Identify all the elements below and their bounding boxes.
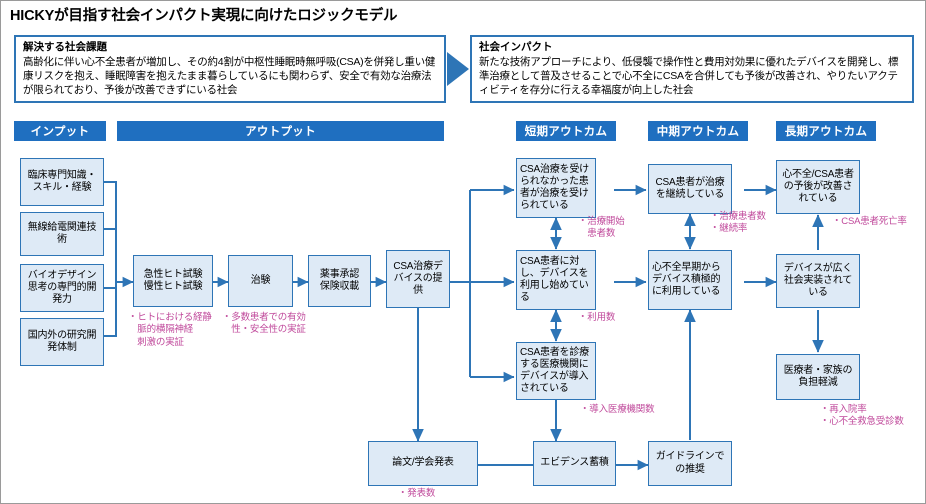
bottom-node-0: 論文/学会発表 — [368, 441, 478, 486]
long-outcome-node-2: 医療者・家族の負担軽減 — [776, 354, 860, 400]
impact-statement-box: 社会インパクト 新たな技術アプローチにより、低侵襲で操作性と費用対効果に優れたデ… — [470, 35, 914, 103]
impact-statement-body: 新たな技術アプローチにより、低侵襲で操作性と費用対効果に優れたデバイスを開発し、… — [479, 55, 899, 96]
short-kpi-0: ・治療開始 患者数 — [578, 216, 625, 240]
mid-outcome-node-1: 心不全早期からデバイス積極的に利用している — [648, 250, 732, 310]
bottom-kpi-0: ・発表数 — [398, 488, 436, 499]
problem-statement-box: 解決する社会課題 高齢化に伴い心不全患者が増加し、その約4割が中枢性睡眠時無呼吸… — [14, 35, 446, 103]
impact-arrow-icon — [447, 52, 469, 86]
long-kpi-1: ・再入院率 ・心不全救急受診数 — [820, 404, 904, 428]
input-node-0: 臨床専門知識・スキル・経験 — [20, 158, 104, 206]
short-outcome-node-2: CSA患者を診療する医療機関にデバイスが導入されている — [516, 342, 596, 400]
bottom-node-2: ガイドラインでの推奨 — [648, 441, 732, 486]
problem-statement-heading: 解決する社会課題 — [23, 41, 107, 53]
output-kpi-0: ・ヒトにおける経静 脈的横隔神経 刺激の実証 — [128, 312, 212, 348]
page-title: HICKYが目指す社会インパクト実現に向けたロジックモデル — [10, 8, 398, 24]
bottom-node-1: エビデンス蓄積 — [533, 441, 616, 486]
short-outcome-node-0: CSA治療を受けられなかった患者が治療を受けられている — [516, 158, 596, 218]
input-node-2: バイオデザイン思考の専門的開発力 — [20, 264, 104, 312]
column-header-short-outcome: 短期アウトカム — [516, 121, 616, 141]
column-header-long-outcome: 長期アウトカム — [776, 121, 876, 141]
mid-outcome-label-1: 心不全早期からデバイス積極的に利用している — [652, 261, 721, 298]
impact-statement-heading: 社会インパクト — [479, 41, 553, 53]
long-kpi-0: ・CSA患者死亡率 — [832, 216, 907, 227]
problem-statement-body: 高齢化に伴い心不全患者が増加し、その約4割が中枢性睡眠時無呼吸(CSA)を併発し… — [23, 55, 436, 96]
short-outcome-label-1: CSA患者に対し、デバイスを利用し始めている — [520, 255, 589, 304]
column-header-mid-outcome: 中期アウトカム — [648, 121, 748, 141]
short-outcome-label-2: CSA患者を診療する医療機関にデバイスが導入されている — [520, 346, 589, 395]
column-header-output: アウトプット — [117, 121, 444, 141]
input-node-3: 国内外の研究開発体制 — [20, 318, 104, 366]
long-outcome-node-0: 心不全/CSA患者の予後が改善されている — [776, 160, 860, 214]
mid-outcome-node-0: CSA患者が治療を継続している — [648, 164, 732, 214]
short-kpi-2: ・導入医療機関数 — [580, 404, 655, 415]
short-kpi-1: ・利用数 — [578, 312, 616, 323]
column-header-input: インプット — [14, 121, 106, 141]
output-kpi-1: ・多数患者での有効 性・安全性の実証 — [222, 312, 306, 336]
short-outcome-node-1: CSA患者に対し、デバイスを利用し始めている — [516, 250, 596, 310]
input-node-1: 無線給電関連技術 — [20, 212, 104, 256]
short-outcome-label-0: CSA治療を受けられなかった患者が治療を受けられている — [520, 163, 589, 212]
output-node-0: 急性ヒト試験 慢性ヒト試験 — [133, 255, 213, 307]
long-outcome-node-1: デバイスが広く社会実装されている — [776, 254, 860, 308]
mid-kpi-0: ・治療患者数 ・継続率 — [710, 211, 766, 235]
output-node-1: 治験 — [228, 255, 293, 307]
output-node-2: 薬事承認 保険収載 — [308, 255, 371, 307]
output-node-3: CSA治療デバイスの提供 — [386, 250, 450, 308]
